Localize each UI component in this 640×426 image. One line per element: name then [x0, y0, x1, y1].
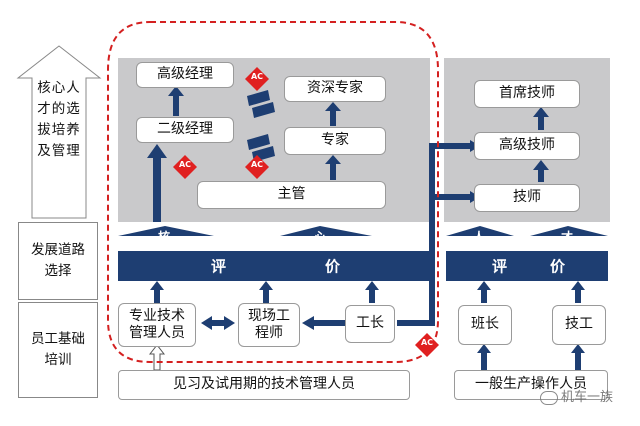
left-evaluation-bar: 评 价	[118, 251, 430, 281]
left-label-core-talent: 核心人才的选拔培养及管理	[37, 80, 81, 159]
box-general-operator: 一般生产操作人员	[454, 370, 608, 400]
box-skilled-worker: 技工	[552, 305, 606, 345]
right-evaluation-bar: 评 价	[446, 251, 608, 281]
ac-badge: AC	[244, 66, 270, 92]
arrow-label-heart: 心	[314, 230, 327, 244]
box-team-leader: 班长	[458, 305, 512, 345]
arrow-label-core: 核	[158, 230, 171, 244]
left-label-basic-training: 员工基础培训	[18, 302, 98, 398]
wechat-icon	[540, 390, 558, 405]
ac-badge: AC	[244, 154, 270, 180]
box-senior-technician: 高级技师	[474, 132, 580, 160]
box-foreman: 工长	[345, 305, 395, 343]
left-label-path-choice: 发展道路选择	[18, 222, 98, 300]
box-pro-tech-manager: 专业技术管理人员	[118, 303, 196, 347]
ac-badge: AC	[414, 332, 440, 358]
box-senior-expert: 资深专家	[284, 76, 386, 102]
box-senior-manager: 高级经理	[136, 62, 234, 88]
box-second-manager: 二级经理	[136, 117, 234, 143]
eval-char-2: 价	[550, 257, 566, 276]
box-trainee-staff: 见习及试用期的技术管理人员	[118, 370, 410, 400]
eval-char-2: 价	[325, 257, 341, 276]
big-up-arrow	[16, 45, 102, 219]
arrow-label-cai: 才	[561, 230, 574, 244]
box-site-engineer: 现场工程师	[238, 303, 300, 347]
box-chief-technician: 首席技师	[474, 80, 580, 108]
eval-char-1: 评	[492, 257, 508, 276]
box-technician: 技师	[474, 184, 580, 212]
arrow-label-ren: 人	[473, 230, 486, 244]
eval-char-1: 评	[211, 257, 227, 276]
box-supervisor: 主管	[197, 181, 386, 209]
box-expert: 专家	[284, 127, 386, 155]
ac-badge: AC	[172, 154, 198, 180]
watermark: 机车一族	[540, 386, 613, 405]
